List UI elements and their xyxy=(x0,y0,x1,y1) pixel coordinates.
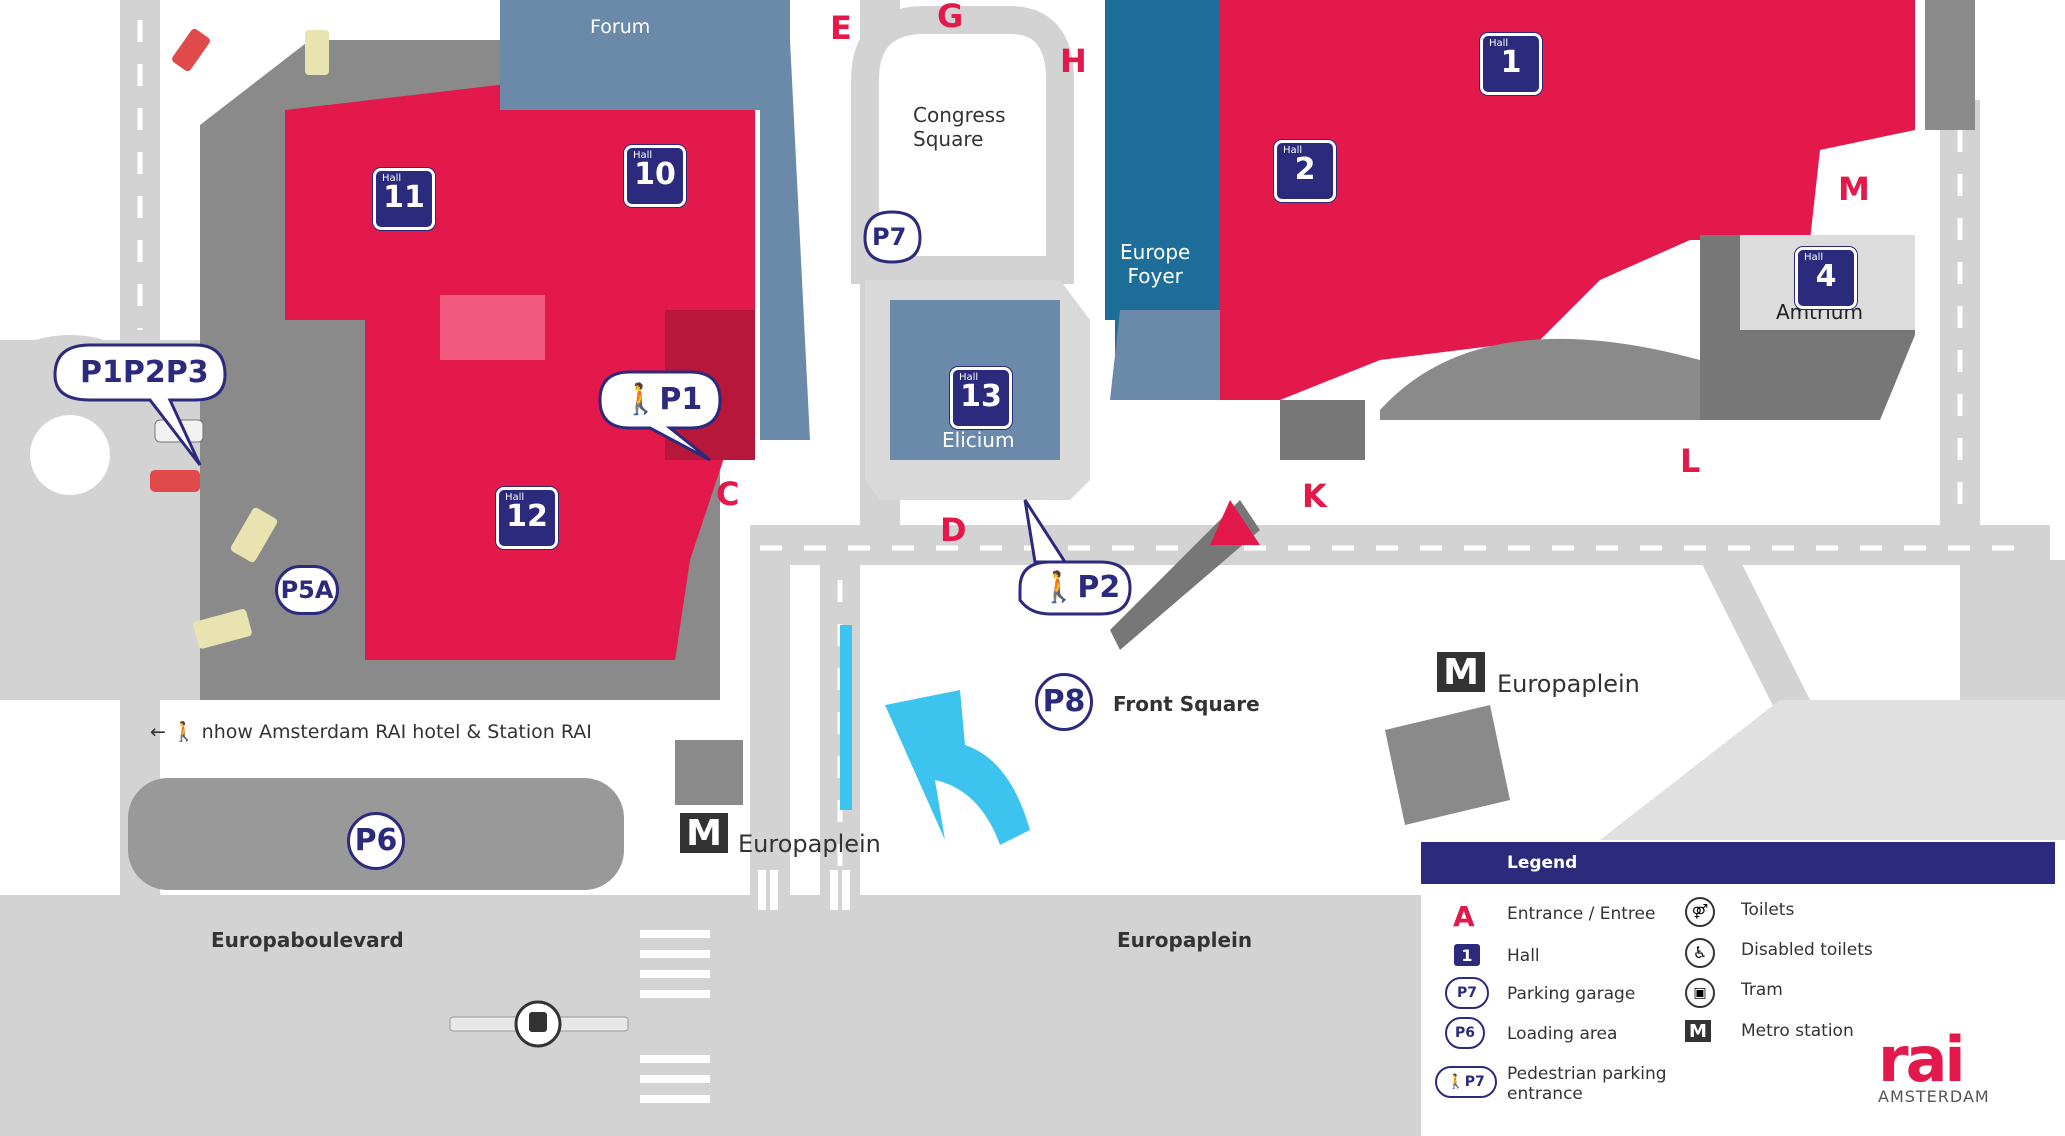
road-europaboulevard xyxy=(0,895,1421,1136)
direction-arrow xyxy=(885,690,1030,845)
congress-square-label: Congress Square xyxy=(913,103,1006,151)
legend-loading-area-icon: P6 xyxy=(1445,1017,1485,1049)
hall-12-annex xyxy=(440,295,545,360)
pointer-bubbles xyxy=(53,210,1132,616)
legend-pedestrian-parking-icon: 🚶P7 xyxy=(1435,1066,1497,1098)
forum-label: Forum xyxy=(590,16,651,38)
disabled-toilets-icon: ♿ xyxy=(1685,938,1715,968)
metro-icon-south[interactable]: M xyxy=(680,813,728,854)
toilets-icon: ⚤ xyxy=(1685,897,1715,927)
pedestrian-p2-label[interactable]: 🚶P2 xyxy=(1040,570,1121,605)
parked-vehicles xyxy=(150,28,329,649)
metro-icon-east[interactable]: M xyxy=(1437,652,1485,693)
pedestrian-icon: 🚶 xyxy=(622,382,660,417)
legend: Legend A Entrance / Entree 1 Hall P7 Par… xyxy=(1421,842,2055,1136)
street-europaplein-label: Europaplein xyxy=(1117,928,1253,952)
hall-block-east xyxy=(1220,0,1915,400)
pedestrian-p1-label[interactable]: 🚶P1 xyxy=(622,382,703,417)
legend-hall-label: Hall xyxy=(1507,946,1540,966)
arrow-left-icon: ← 🚶 xyxy=(150,721,202,743)
crosswalks xyxy=(640,450,850,1103)
entrance-h[interactable]: H xyxy=(1060,42,1087,80)
hotel-direction-label: nhow Amsterdam RAI hotel & Station RAI xyxy=(201,721,592,743)
congress-square xyxy=(851,6,1074,284)
legend-pedestrian-parking-label: Pedestrian parking entrance xyxy=(1507,1064,1667,1104)
parking-p7-label[interactable]: P7 xyxy=(872,223,907,251)
entrance-d[interactable]: D xyxy=(940,511,967,549)
road-inner-south xyxy=(750,565,790,895)
legend-toilets-label: Toilets xyxy=(1741,900,1795,920)
entrance-l[interactable]: L xyxy=(1680,442,1701,480)
europe-foyer xyxy=(1105,0,1220,385)
cyan-path xyxy=(840,625,852,810)
entrance-m[interactable]: M xyxy=(1838,170,1870,208)
tram-icon: ▣ xyxy=(1685,978,1715,1008)
legend-title: Legend xyxy=(1421,842,2055,884)
forum-corridor xyxy=(500,40,810,440)
hotel-direction[interactable]: ← 🚶 nhow Amsterdam RAI hotel & Station R… xyxy=(150,723,592,742)
metro-entrance-south xyxy=(675,740,743,805)
rai-amsterdam-logo: rai AMSTERDAM xyxy=(1878,1023,1990,1107)
parking-p8-badge[interactable]: P8 xyxy=(1035,673,1093,731)
rai-logo-sub: AMSTERDAM xyxy=(1878,1087,1990,1106)
legend-parking-garage-label: Parking garage xyxy=(1507,984,1636,1004)
entrance-g[interactable]: G xyxy=(937,0,964,35)
legend-hall-icon: 1 xyxy=(1454,944,1480,966)
road-inner-east xyxy=(750,525,2050,565)
elicium-label: Elicium xyxy=(942,428,1015,452)
legend-entrance-icon: A xyxy=(1453,900,1475,933)
arc-stand xyxy=(1380,338,1700,420)
parking-p5a-badge[interactable]: P5A xyxy=(275,565,339,615)
legend-metro-icon: M xyxy=(1685,1020,1711,1042)
legend-entrance-label: Entrance / Entree xyxy=(1507,904,1656,924)
entrance-k[interactable]: K xyxy=(1302,477,1327,515)
europaplein-metro-east-label: Europaplein xyxy=(1497,670,1640,698)
parking-p6-badge[interactable]: P6 xyxy=(347,812,405,870)
entrance-m-north[interactable]: M xyxy=(1808,12,1840,50)
metro-entrance-east xyxy=(1385,705,1510,825)
parking-p1p2p3-label[interactable]: P1P2P3 xyxy=(80,355,209,390)
europaplein-metro-south-label: Europaplein xyxy=(738,830,881,858)
street-europaboulevard-label: Europaboulevard xyxy=(211,928,404,952)
pedestrian-icon: 🚶 xyxy=(1040,570,1078,605)
legend-parking-garage-icon: P7 xyxy=(1445,977,1489,1009)
entrance-c[interactable]: C xyxy=(716,475,740,513)
legend-disabled-toilets-label: Disabled toilets xyxy=(1741,940,1873,960)
legend-metro-label: Metro station xyxy=(1741,1021,1854,1041)
roundabout-center xyxy=(30,415,110,495)
front-square-label: Front Square xyxy=(1113,692,1260,716)
europe-foyer-label: Europe Foyer xyxy=(1120,240,1191,288)
rai-logo-text: rai xyxy=(1878,1023,1966,1096)
legend-tram-label: Tram xyxy=(1741,980,1783,1000)
entrance-e[interactable]: E xyxy=(830,9,852,47)
building-k xyxy=(1280,400,1365,460)
legend-loading-area-label: Loading area xyxy=(1507,1024,1618,1044)
